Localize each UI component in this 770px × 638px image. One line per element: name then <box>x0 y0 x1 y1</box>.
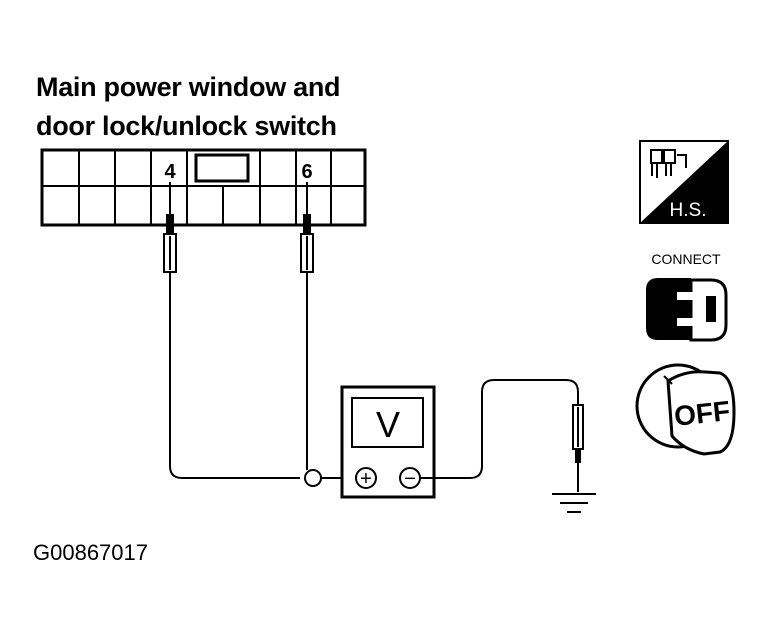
pin-label-6: 6 <box>301 161 312 183</box>
voltmeter-display <box>351 397 424 448</box>
ground-probe <box>572 404 584 492</box>
connect-label: CONNECT <box>651 251 721 267</box>
svg-text:−: − <box>404 468 416 490</box>
svg-text:+: + <box>360 468 372 490</box>
harness-side-label: H.S. <box>670 200 707 221</box>
plus-terminal <box>355 467 377 489</box>
harness-side-icon: H.S. <box>639 140 729 224</box>
wire-junction <box>304 469 322 487</box>
probe-pin-4 <box>163 182 177 273</box>
ground-lead <box>420 379 579 479</box>
connector-connect-icon: CONNECT <box>646 251 728 342</box>
voltmeter: V + − <box>340 385 436 499</box>
ignition-off-label: OFF <box>673 395 732 432</box>
switch-connector: 4 6 <box>40 148 367 227</box>
connector-title-line-2: door lock/unlock switch <box>36 111 337 141</box>
ground-icon <box>552 493 596 513</box>
probe-pin-6 <box>300 182 314 273</box>
ignition-key-off-icon: OFF <box>635 363 736 456</box>
pin-label-4: 4 <box>164 161 176 183</box>
test-lead-pin-4 <box>169 272 300 479</box>
connector-lock-tab <box>194 153 250 183</box>
connector-title-line-1: Main power window and <box>36 72 341 102</box>
figure-id: G00867017 <box>33 540 148 565</box>
voltmeter-unit-label: V <box>376 404 400 445</box>
